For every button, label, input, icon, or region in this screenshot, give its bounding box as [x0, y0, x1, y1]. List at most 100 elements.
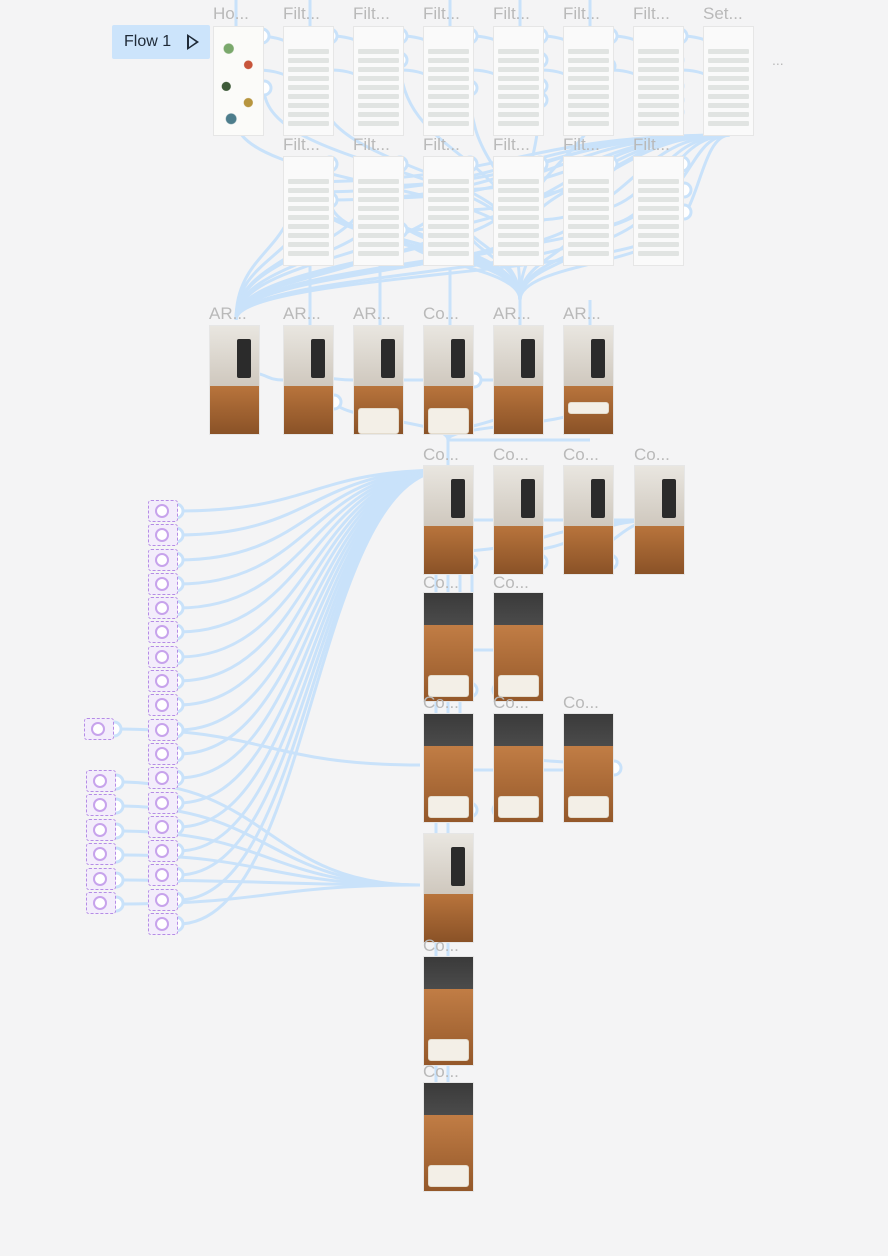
play-icon[interactable]: [187, 34, 200, 50]
component-instance[interactable]: [148, 816, 178, 838]
frame-ar[interactable]: [493, 325, 544, 435]
frame-home[interactable]: [213, 26, 264, 136]
frame-filter[interactable]: [283, 156, 334, 266]
list-row: [498, 49, 539, 54]
component-handle-icon: [93, 774, 107, 788]
frame-label: AR...: [563, 304, 601, 323]
component-instance[interactable]: [148, 889, 178, 911]
frame-ar[interactable]: [209, 325, 260, 435]
component-instance[interactable]: [148, 743, 178, 765]
component-instance[interactable]: [148, 573, 178, 595]
frame-ar[interactable]: [563, 325, 614, 435]
list-row: [568, 242, 609, 247]
frame-filter[interactable]: [633, 156, 684, 266]
frame-filter[interactable]: [563, 156, 614, 266]
frame-label: Filt...: [563, 135, 600, 154]
frame-filter[interactable]: [493, 156, 544, 266]
frame-settings[interactable]: [703, 26, 754, 136]
list-row: [638, 94, 679, 99]
component-instance[interactable]: [86, 794, 116, 816]
component-instance[interactable]: [148, 767, 178, 789]
component-instance[interactable]: [148, 621, 178, 643]
frame-filter[interactable]: [493, 26, 544, 136]
frame-label: Filt...: [353, 135, 390, 154]
frame-filter[interactable]: [633, 26, 684, 136]
component-handle-icon: [155, 698, 169, 712]
frame-compare[interactable]: [563, 465, 614, 575]
component-handle-icon: [155, 625, 169, 639]
component-handle-icon: [155, 844, 169, 858]
component-handle-icon: [93, 896, 107, 910]
flow-start-button[interactable]: Flow 1: [112, 25, 210, 59]
component-instance[interactable]: [148, 913, 178, 935]
list-row: [288, 121, 329, 126]
component-instance[interactable]: [86, 770, 116, 792]
frame-compare[interactable]: [634, 465, 685, 575]
frame-label: Co...: [423, 445, 459, 464]
list-row: [498, 76, 539, 81]
frame-filter[interactable]: [353, 156, 404, 266]
list-row: [638, 49, 679, 54]
component-handle-icon: [93, 798, 107, 812]
component-instance[interactable]: [148, 840, 178, 862]
frame-filter[interactable]: [563, 26, 614, 136]
frame-compare[interactable]: [563, 713, 614, 823]
list-row: [498, 224, 539, 229]
list-row: [358, 85, 399, 90]
component-instance[interactable]: [86, 819, 116, 841]
list-row: [288, 188, 329, 193]
list-row: [708, 94, 749, 99]
component-instance[interactable]: [148, 694, 178, 716]
component-instance[interactable]: [86, 868, 116, 890]
component-handle-icon: [155, 553, 169, 567]
list-row: [358, 58, 399, 63]
component-instance[interactable]: [86, 892, 116, 914]
component-instance[interactable]: [148, 719, 178, 741]
frame-compare[interactable]: [423, 325, 474, 435]
frame-filter[interactable]: [353, 26, 404, 136]
frame-compare[interactable]: [493, 592, 544, 702]
frame-ar[interactable]: [353, 325, 404, 435]
list-row: [288, 112, 329, 117]
frame-ar[interactable]: [283, 325, 334, 435]
frame-compare[interactable]: [423, 956, 474, 1066]
frame-label: Filt...: [633, 135, 670, 154]
frame-compare[interactable]: [423, 592, 474, 702]
list-row: [568, 233, 609, 238]
frame-compare[interactable]: [493, 713, 544, 823]
component-handle-icon: [155, 747, 169, 761]
frame-compare[interactable]: [423, 833, 474, 943]
component-instance[interactable]: [148, 597, 178, 619]
list-row: [288, 76, 329, 81]
list-row: [638, 233, 679, 238]
component-instance[interactable]: [148, 524, 178, 546]
frame-compare[interactable]: [423, 1082, 474, 1192]
component-instance[interactable]: [148, 500, 178, 522]
list-row: [568, 188, 609, 193]
frame-filter[interactable]: [423, 26, 474, 136]
list-row: [358, 224, 399, 229]
component-instance[interactable]: [148, 864, 178, 886]
component-instance[interactable]: [148, 792, 178, 814]
component-instance[interactable]: [148, 670, 178, 692]
list-row: [498, 103, 539, 108]
connection-line: [177, 468, 449, 756]
list-row: [708, 58, 749, 63]
frame-filter[interactable]: [283, 26, 334, 136]
list-row: [288, 242, 329, 247]
component-instance[interactable]: [86, 843, 116, 865]
component-instance[interactable]: [148, 549, 178, 571]
frame-label: Filt...: [283, 135, 320, 154]
component-instance[interactable]: [148, 646, 178, 668]
frame-compare[interactable]: [423, 713, 474, 823]
list-row: [568, 103, 609, 108]
list-row: [708, 85, 749, 90]
frame-compare[interactable]: [423, 465, 474, 575]
list-row: [638, 206, 679, 211]
overflow-indicator: ...: [772, 52, 784, 68]
frame-compare[interactable]: [493, 465, 544, 575]
frame-filter[interactable]: [423, 156, 474, 266]
component-instance[interactable]: [84, 718, 114, 740]
list-row: [288, 58, 329, 63]
